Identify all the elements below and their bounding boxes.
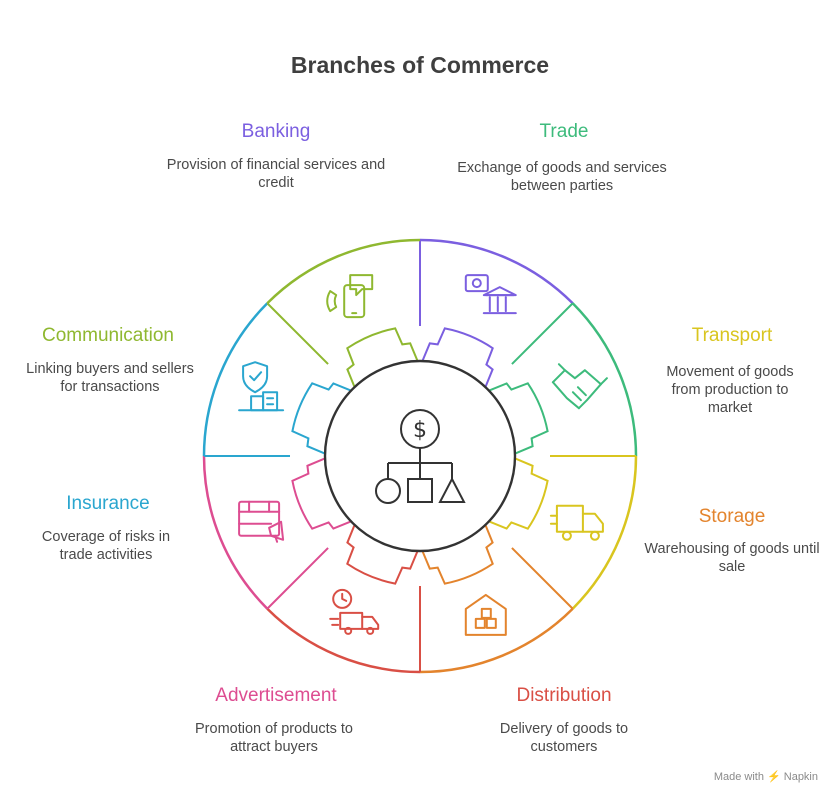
- label-communication: Communication: [42, 325, 174, 346]
- desc-banking: Provision of financial services and cred…: [166, 157, 386, 191]
- desc-transport: Movement of goods from production to mar…: [666, 364, 794, 416]
- segment-transport: [486, 455, 638, 610]
- desc-communication: Linking buyers and sellers for transacti…: [26, 361, 194, 395]
- svg-text:$: $: [413, 418, 427, 443]
- warehouse-icon: [464, 593, 507, 636]
- label-insurance: Insurance: [66, 493, 150, 514]
- label-storage: Storage: [698, 506, 766, 527]
- segment-advertisement: [202, 455, 354, 610]
- segment-distribution: [266, 522, 421, 674]
- desc-advertisement: Promotion of products to attract buyers: [195, 721, 353, 755]
- bank-money-icon: [464, 274, 517, 315]
- desc-storage: Warehousing of goods until sale: [644, 541, 820, 575]
- phone-chat-icon: [326, 274, 374, 319]
- commerce-hierarchy-icon: $: [375, 409, 466, 504]
- shield-buildings-icon: [238, 361, 285, 412]
- delivery-truck-clock-icon: [329, 588, 380, 635]
- truck-icon: [549, 504, 604, 541]
- label-trade: Trade: [539, 121, 589, 142]
- handshake-icon: [551, 363, 608, 410]
- desc-trade: Exchange of goods and services between p…: [457, 160, 667, 194]
- napkin-watermark: Made with ⚡ Napkin: [713, 771, 818, 783]
- label-transport: Transport: [691, 325, 773, 346]
- page-title: Branches of Commerce: [290, 52, 550, 78]
- segment-communication: [266, 238, 421, 390]
- calendar-megaphone-icon: [238, 500, 285, 543]
- segment-insurance: [202, 302, 354, 457]
- label-distribution: Distribution: [516, 685, 612, 706]
- desc-distribution: Delivery of goods to customers: [499, 721, 629, 755]
- label-advertisement: Advertisement: [215, 685, 337, 706]
- center-hub: $: [323, 359, 517, 553]
- segment-banking: [419, 238, 574, 390]
- segment-storage: [419, 522, 574, 674]
- segment-trade: [486, 302, 638, 457]
- label-banking: Banking: [241, 121, 311, 142]
- desc-insurance: Coverage of risks in trade activities: [41, 529, 171, 563]
